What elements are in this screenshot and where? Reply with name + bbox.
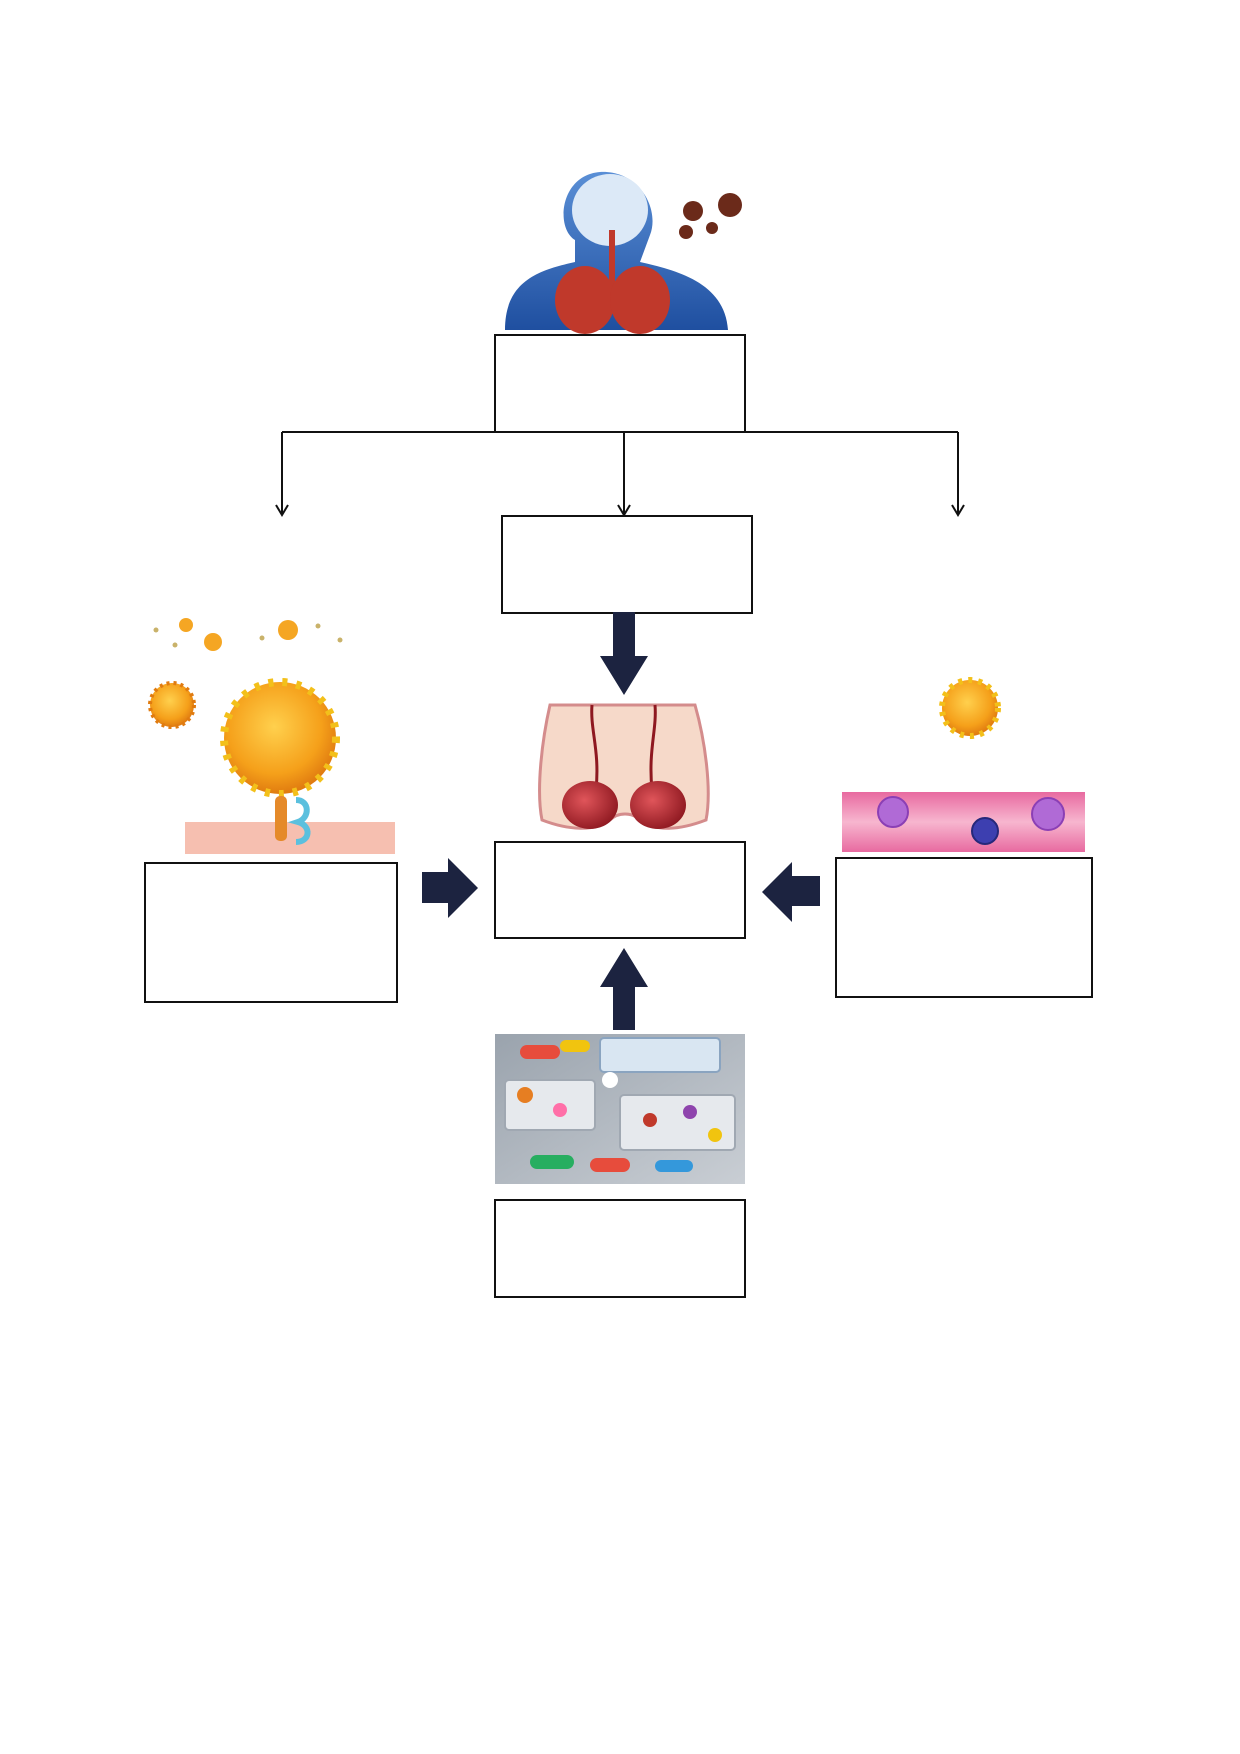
particle — [679, 225, 693, 239]
arrowhead-left — [275, 504, 289, 517]
cell-membrane — [185, 822, 395, 854]
virus-particle-dot — [153, 627, 159, 633]
virus-particle-dot — [259, 635, 265, 641]
left-box — [144, 862, 398, 1003]
top-box — [494, 334, 746, 433]
tablet — [708, 1128, 722, 1142]
white-blood-cell — [877, 796, 909, 828]
kidney-left — [562, 781, 618, 829]
medications-illustration — [495, 1034, 745, 1184]
capsule — [560, 1040, 590, 1052]
capsule — [590, 1158, 630, 1172]
middle-box — [501, 515, 753, 614]
receptor-stem — [275, 796, 287, 841]
arrowhead-right — [951, 504, 965, 517]
white-blood-cell — [1031, 797, 1065, 831]
virus-icon — [939, 677, 1001, 739]
arrow-down-to-center — [600, 612, 648, 695]
blister-pack — [619, 1094, 736, 1151]
lung-left — [555, 266, 615, 334]
virus-blood-vessel-illustration — [842, 677, 1085, 852]
lung-right — [610, 266, 670, 334]
particle — [718, 193, 742, 217]
virus-particle-dot — [172, 642, 178, 648]
kidney-right — [630, 781, 686, 829]
arrow-up-to-center — [600, 948, 648, 1030]
blood-cell — [971, 817, 999, 845]
arrow-right-to-center — [422, 858, 478, 918]
tablet — [683, 1105, 697, 1119]
capsule — [520, 1045, 560, 1059]
tablet — [553, 1103, 567, 1117]
respiratory-system-illustration — [505, 171, 742, 334]
capsule — [655, 1160, 693, 1172]
tablet — [643, 1113, 657, 1127]
right-box — [835, 857, 1093, 998]
virus-small-icon — [148, 681, 196, 729]
virus-particle-dot — [315, 623, 321, 629]
branch-connector — [281, 431, 959, 513]
blister-pack — [599, 1037, 721, 1073]
vessel-left — [590, 704, 599, 791]
virus-large-icon — [220, 678, 340, 798]
tablet — [517, 1087, 533, 1103]
bottom-box — [494, 1199, 746, 1298]
particle — [706, 222, 718, 234]
vessel-right — [649, 704, 657, 791]
virus-particle-small — [278, 620, 298, 640]
thin-arrowheads — [275, 504, 965, 517]
capsule — [530, 1155, 574, 1169]
virus-particle-small — [204, 633, 222, 651]
blister-pack — [504, 1079, 596, 1131]
virus-particle-small — [179, 618, 193, 632]
head-inner — [572, 174, 648, 246]
virus-receptor-illustration — [148, 618, 395, 854]
particle — [683, 201, 703, 221]
kidneys-illustration — [538, 703, 710, 830]
center-box — [494, 841, 746, 939]
tablet — [602, 1072, 618, 1088]
receptor-hook — [287, 797, 311, 845]
arrow-left-to-center — [762, 862, 820, 922]
virus-particle-dot — [337, 637, 343, 643]
